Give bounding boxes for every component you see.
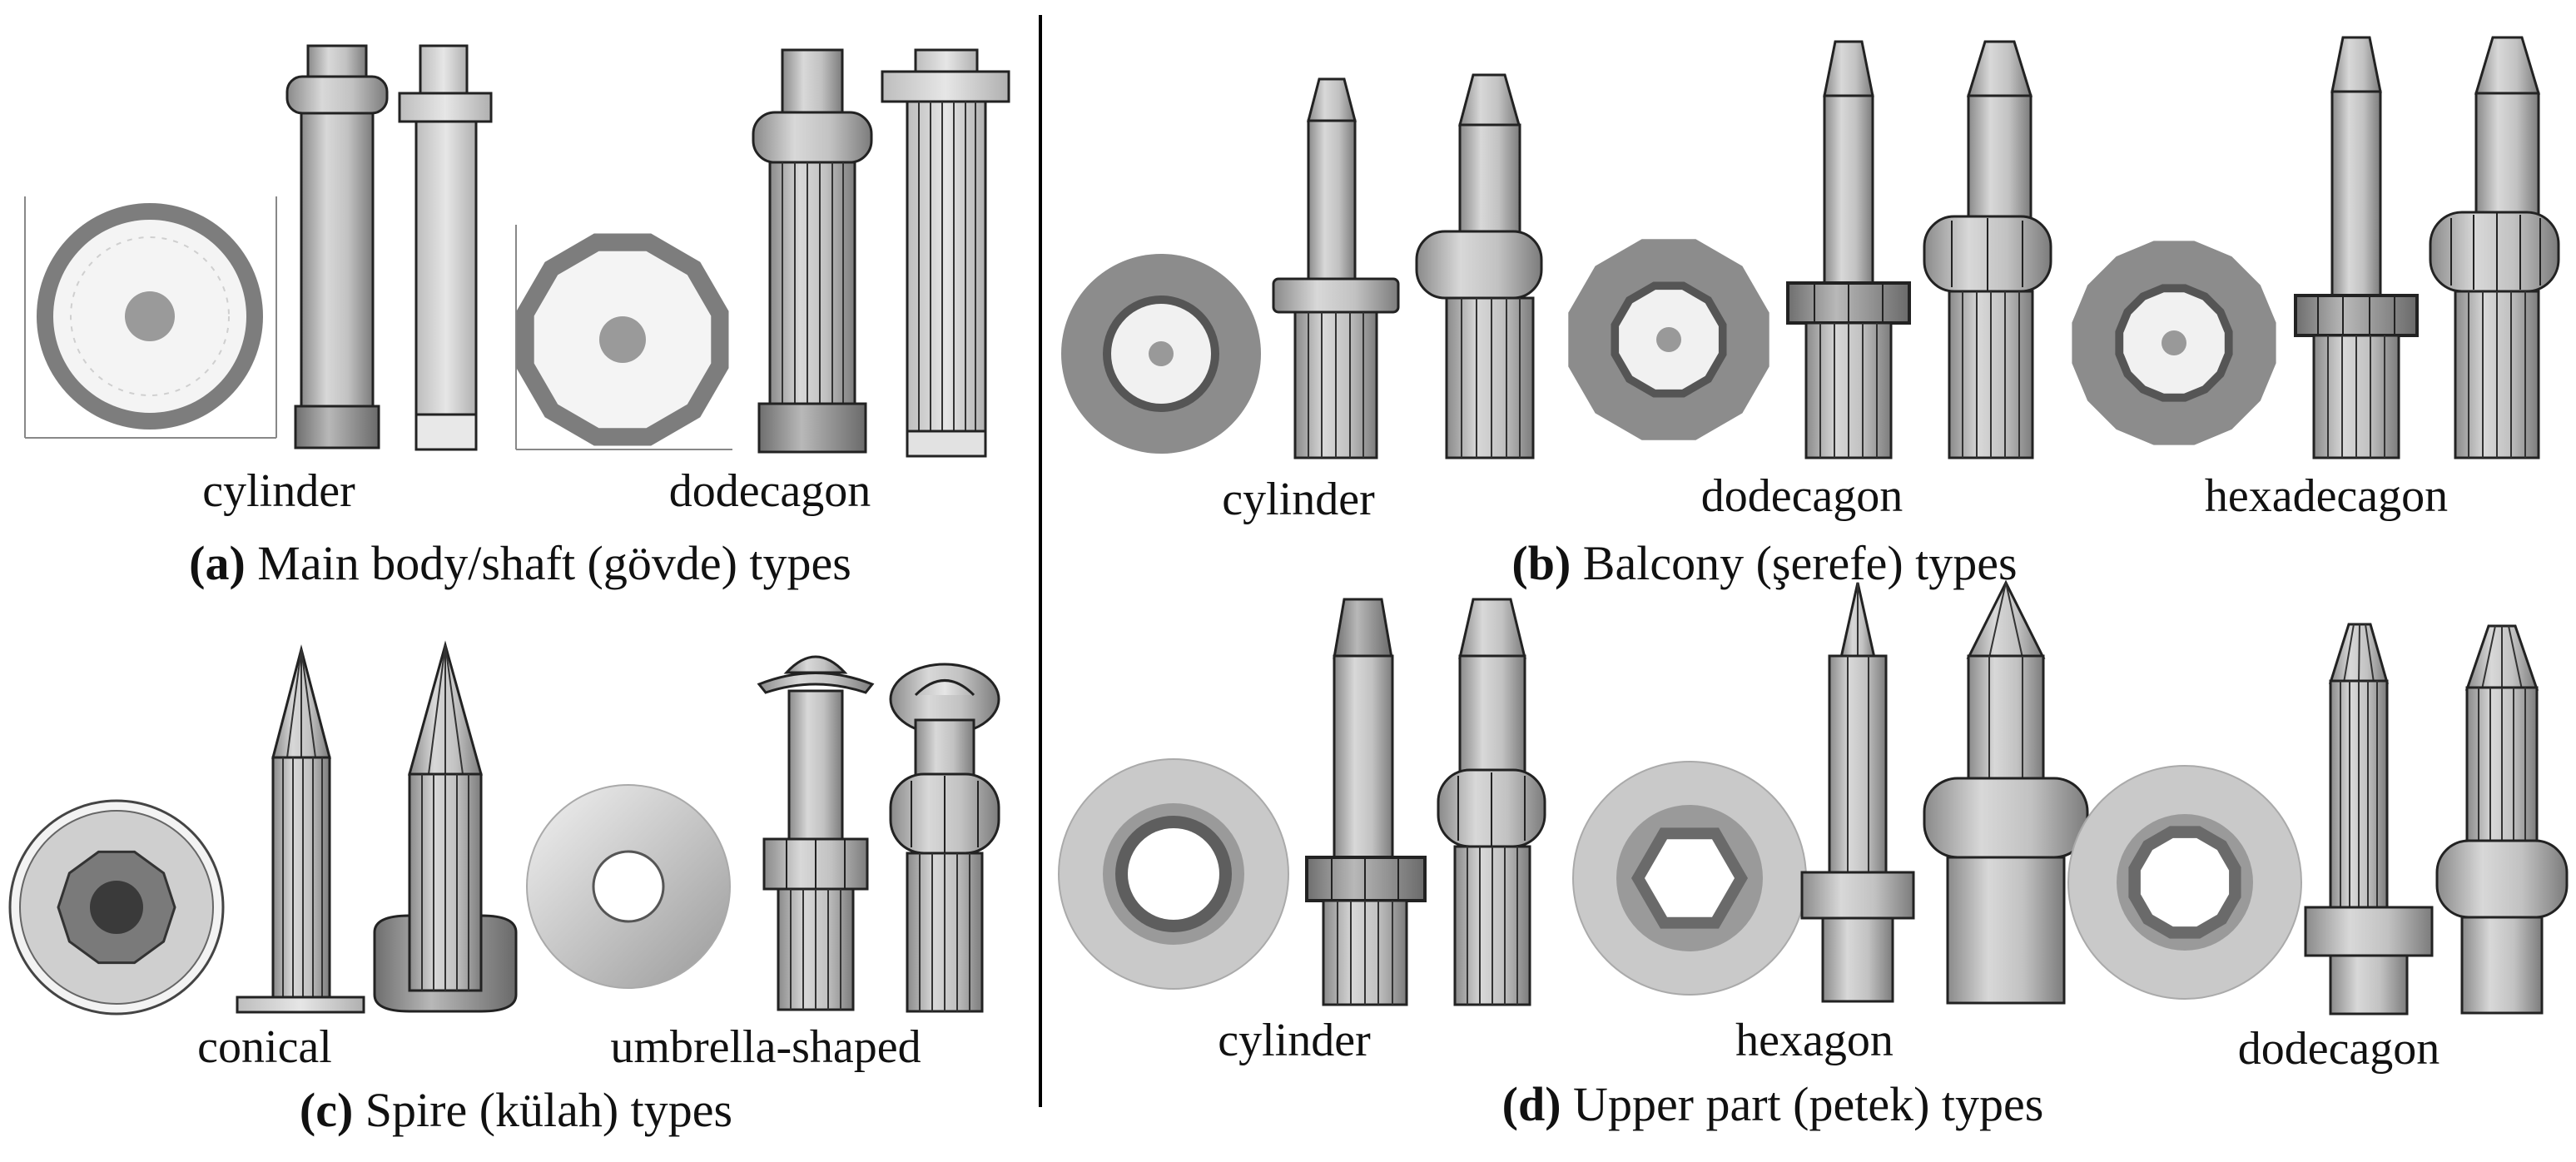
panel-b-caption: (b) Balcony (şerefe) types bbox=[1511, 539, 2017, 588]
balcony-dodecagon-top-view bbox=[1568, 239, 1769, 440]
upper-cylinder-side-2 bbox=[1437, 598, 1546, 1006]
panel-b-caption-letter: (b) bbox=[1511, 536, 1571, 590]
balcony-dodecagon-side-2 bbox=[1923, 40, 2052, 459]
panel-a-caption-text: Main body/shaft (gövde) types bbox=[257, 536, 851, 590]
upper-dodecagon-top-view bbox=[2067, 765, 2302, 1000]
dodecagon-top-view bbox=[515, 225, 732, 450]
panel-a-label-cylinder: cylinder bbox=[202, 465, 355, 517]
dodecagon-shaft-side-2 bbox=[881, 48, 1010, 458]
panel-b-label-dodecagon: dodecagon bbox=[1700, 470, 1903, 522]
panel-c-drawings bbox=[8, 640, 1000, 1016]
upper-dodecagon-side-1 bbox=[2304, 623, 2434, 1016]
balcony-cylinder-top-view bbox=[1061, 254, 1261, 454]
panel-c-label-conical: conical bbox=[197, 1021, 332, 1073]
conical-spire-side-1 bbox=[236, 644, 365, 1014]
upper-hexagon-side-2 bbox=[1923, 579, 2089, 1005]
cylinder-top-view bbox=[24, 196, 277, 439]
panel-c-caption: (c) Spire (külah) types bbox=[300, 1086, 732, 1135]
upper-cylinder-top-view bbox=[1058, 758, 1289, 990]
balcony-cylinder-side-1 bbox=[1272, 77, 1400, 459]
balcony-hexadecagon-side-2 bbox=[2429, 36, 2560, 459]
cylinder-shaft-side-2 bbox=[398, 44, 493, 451]
panel-a-label-dodecagon: dodecagon bbox=[668, 465, 871, 517]
balcony-hexadecagon-side-1 bbox=[2294, 36, 2419, 459]
panel-d-caption-letter: (d) bbox=[1501, 1077, 1561, 1131]
umbrella-spire-side-2 bbox=[889, 663, 1000, 1013]
panel-c-label-umbrella-shaped: umbrella-shaped bbox=[610, 1021, 921, 1073]
panel-d-caption: (d) Upper part (petek) types bbox=[1502, 1080, 2044, 1129]
panel-a-drawings bbox=[24, 44, 1010, 458]
panel-b-drawings bbox=[1061, 36, 2560, 459]
conical-top-view bbox=[8, 799, 225, 1016]
panel-a-caption: (a) Main body/shaft (gövde) types bbox=[189, 539, 851, 588]
panel-c-caption-letter: (c) bbox=[299, 1083, 354, 1137]
panel-d-caption-text: Upper part (petek) types bbox=[1573, 1077, 2044, 1131]
balcony-dodecagon-side-1 bbox=[1786, 40, 1911, 459]
balcony-cylinder-side-2 bbox=[1415, 73, 1543, 459]
panel-b-label-cylinder: cylinder bbox=[1222, 474, 1375, 525]
upper-dodecagon-side-2 bbox=[2435, 624, 2569, 1015]
panel-d-label-cylinder: cylinder bbox=[1218, 1015, 1371, 1066]
umbrella-spire-side-1 bbox=[757, 655, 875, 1011]
panel-c-caption-text: Spire (külah) types bbox=[365, 1083, 733, 1137]
upper-hexagon-side-1 bbox=[1800, 582, 1915, 1003]
balcony-hexadecagon-top-view bbox=[2072, 241, 2276, 445]
upper-cylinder-side-1 bbox=[1305, 598, 1427, 1006]
conical-spire-side-2 bbox=[373, 640, 518, 1013]
panel-a-caption-letter: (a) bbox=[189, 536, 246, 590]
dodecagon-shaft-side-1 bbox=[752, 48, 873, 454]
panel-b-label-hexadecagon: hexadecagon bbox=[2204, 470, 2449, 522]
panel-d-label-hexagon: hexagon bbox=[1735, 1015, 1894, 1066]
upper-hexagon-top-view bbox=[1572, 761, 1807, 996]
cylinder-shaft-side-1 bbox=[285, 44, 389, 449]
umbrella-top-view bbox=[526, 784, 731, 989]
panel-d-drawings bbox=[1058, 579, 2569, 1016]
panel-d-label-dodecagon: dodecagon bbox=[2237, 1023, 2440, 1075]
panel-b-caption-text: Balcony (şerefe) types bbox=[1582, 536, 2018, 590]
